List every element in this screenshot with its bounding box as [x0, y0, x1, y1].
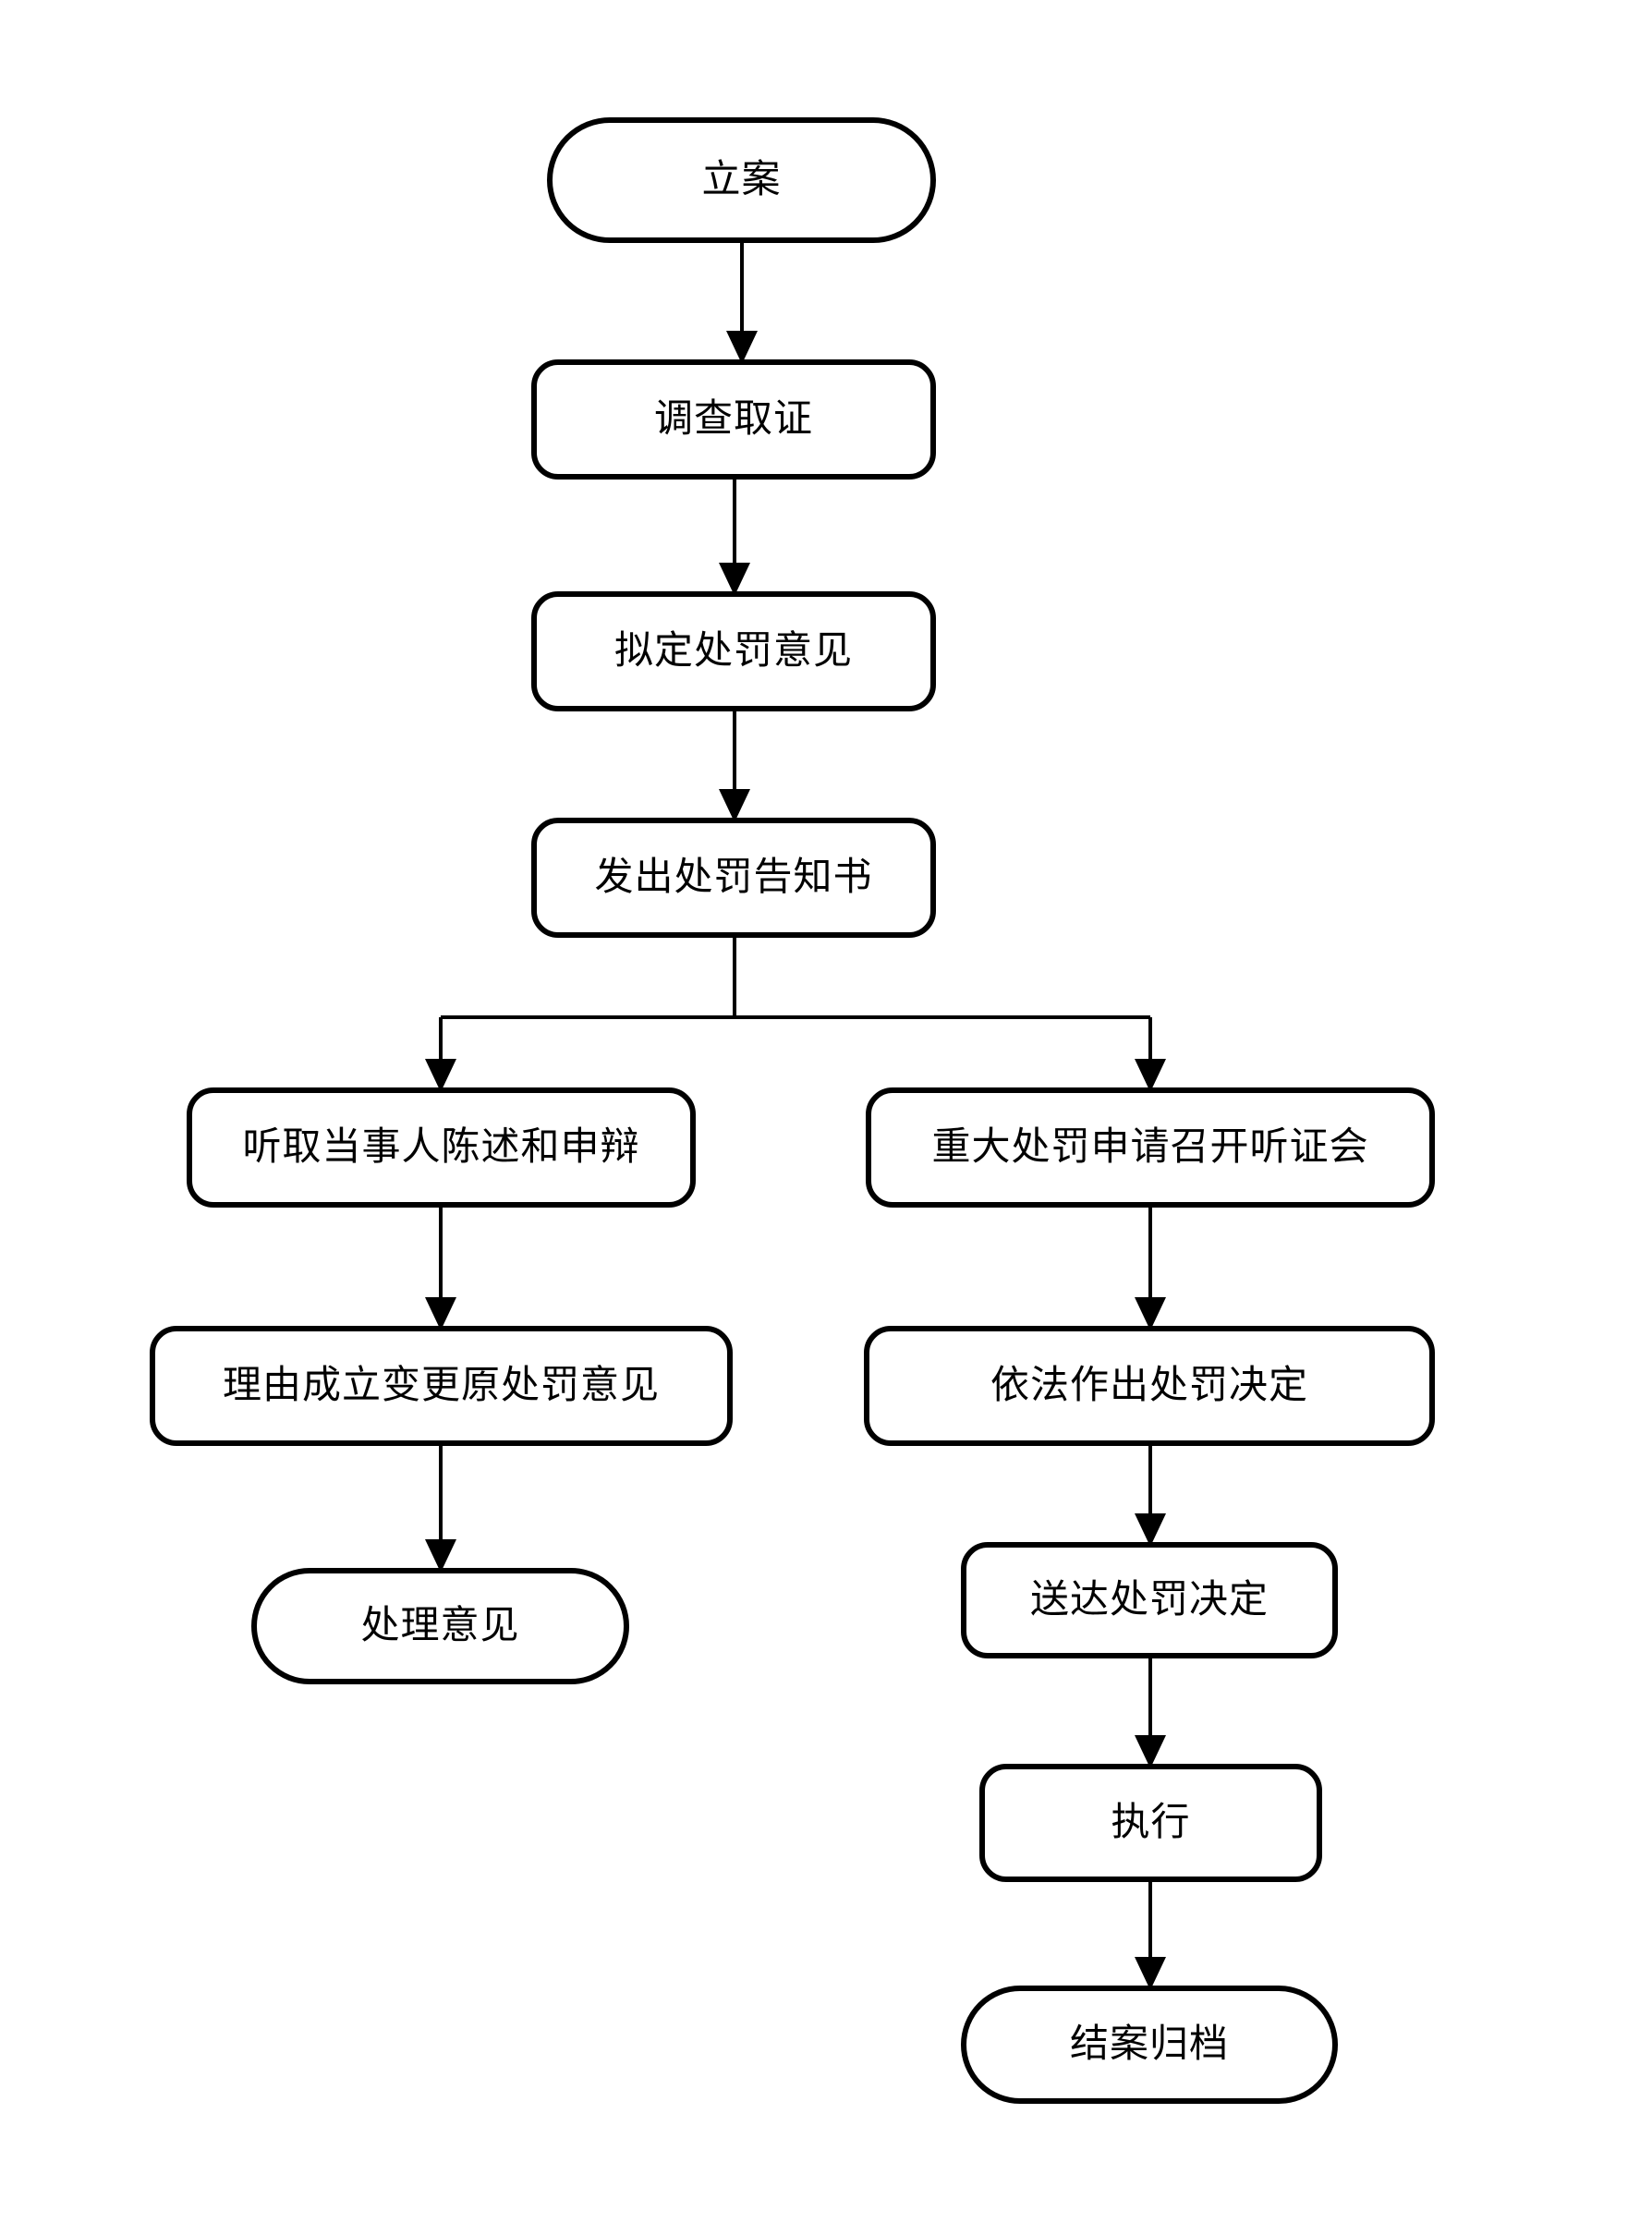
node-shape-chuli[interactable]	[251, 1568, 629, 1684]
arrow-head-icon	[726, 331, 758, 364]
edge-zhixing-to-jiean	[1135, 1879, 1166, 1990]
edge-lian-to-diaocha	[726, 240, 758, 364]
edge-liyou-to-chuli	[425, 1443, 456, 1573]
arrow-head-icon	[425, 1059, 456, 1092]
node-shape-fachu[interactable]	[531, 818, 936, 938]
edge-songda-to-zhixing	[1135, 1656, 1166, 1768]
edge-zhongda-to-yifa	[1135, 1205, 1166, 1330]
edge-tingqu-to-liyou	[425, 1205, 456, 1330]
edge-niding-to-fachu	[719, 709, 750, 822]
edge-diaocha-to-niding	[719, 477, 750, 596]
arrow-head-icon	[1135, 1957, 1166, 1990]
edge-split-to-zhongda	[1135, 1017, 1166, 1092]
arrow-head-icon	[1135, 1513, 1166, 1547]
node-shape-niding[interactable]	[531, 591, 936, 711]
node-shape-diaocha[interactable]	[531, 359, 936, 480]
arrow-head-icon	[719, 563, 750, 596]
node-shape-songda[interactable]	[961, 1542, 1338, 1658]
arrow-head-icon	[1135, 1297, 1166, 1330]
arrow-head-icon	[719, 789, 750, 822]
arrow-head-icon	[1135, 1059, 1166, 1092]
edge-split-to-tingqu	[425, 1017, 456, 1092]
arrow-head-icon	[1135, 1735, 1166, 1768]
node-shape-zhixing[interactable]	[979, 1764, 1322, 1882]
arrow-head-icon	[425, 1297, 456, 1330]
node-shape-jiean[interactable]	[961, 1986, 1338, 2104]
edges-layer	[425, 240, 1166, 1990]
edge-yifa-to-songda	[1135, 1443, 1166, 1547]
arrow-head-icon	[425, 1539, 456, 1573]
node-shape-liyou[interactable]	[150, 1326, 733, 1446]
node-shape-zhongda[interactable]	[866, 1087, 1435, 1208]
nodes-layer	[150, 117, 1435, 2104]
node-shape-lian[interactable]	[547, 117, 936, 243]
edge-fachu-split-bus	[441, 935, 1150, 1019]
node-shape-yifa[interactable]	[864, 1326, 1435, 1446]
node-shape-tingqu[interactable]	[187, 1087, 696, 1208]
